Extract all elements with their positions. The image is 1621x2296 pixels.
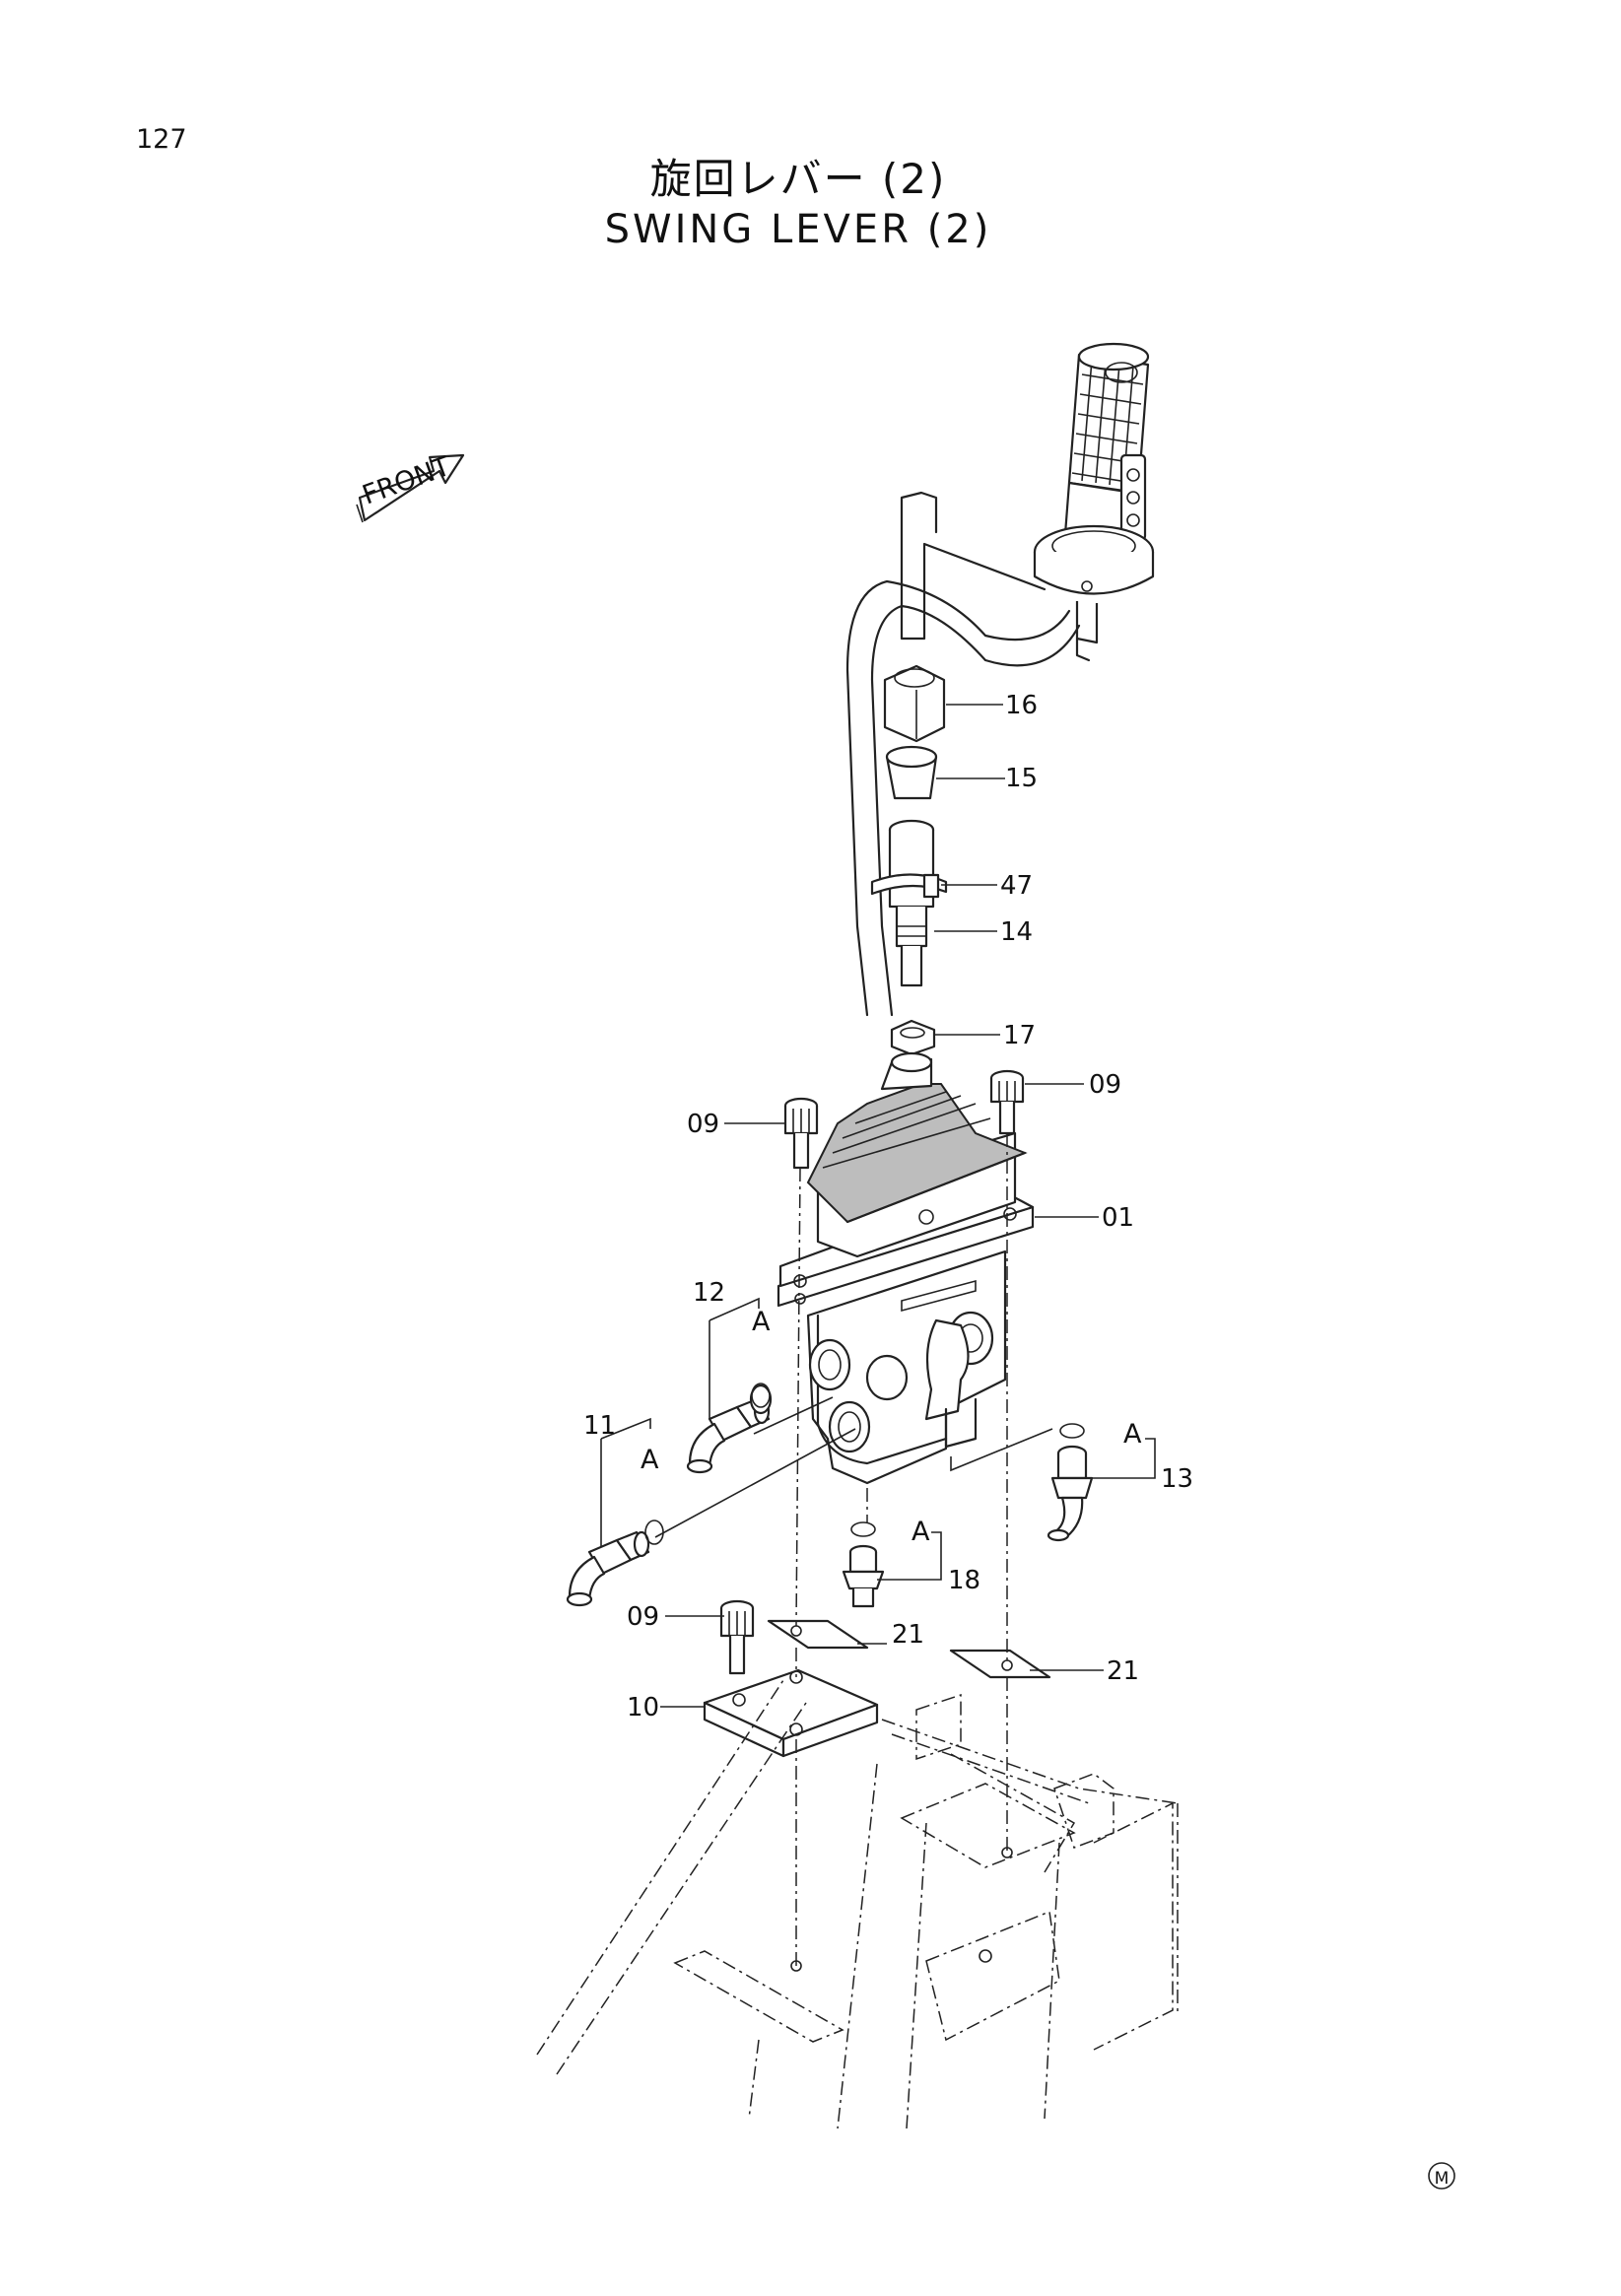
callout-09-lower: 09 bbox=[627, 1602, 659, 1632]
front-label: FRONT bbox=[359, 451, 455, 511]
footer-mark-letter: M bbox=[1435, 2169, 1450, 2189]
part-14-fitting bbox=[888, 819, 935, 987]
o-ring-a4 bbox=[850, 1521, 876, 1537]
part-15-sleeve bbox=[885, 745, 938, 800]
o-ring-a1 bbox=[751, 1383, 771, 1408]
callout-09-right: 09 bbox=[1089, 1070, 1121, 1100]
page-number: 127 bbox=[136, 124, 187, 155]
footer-mark-icon: M bbox=[1428, 2162, 1455, 2190]
detail-ref-a-1: A bbox=[752, 1307, 771, 1337]
part-21-shim-left bbox=[767, 1619, 869, 1650]
callout-15: 15 bbox=[1005, 764, 1038, 793]
callout-10: 10 bbox=[627, 1693, 659, 1722]
callout-14: 14 bbox=[1000, 917, 1033, 947]
part-16-hex-nut bbox=[883, 664, 946, 743]
front-arrow-icon: FRONT bbox=[356, 451, 465, 523]
part-13-elbow-fitting bbox=[1047, 1445, 1094, 1542]
part-12-elbow-fitting bbox=[686, 1384, 773, 1474]
callout-17: 17 bbox=[1003, 1021, 1036, 1050]
callout-leaders bbox=[600, 704, 1156, 1708]
part-10-plate bbox=[703, 1668, 879, 1758]
part-17-nut bbox=[890, 1019, 936, 1056]
callout-18: 18 bbox=[948, 1566, 980, 1595]
callout-01: 01 bbox=[1102, 1203, 1134, 1233]
callout-09-left: 09 bbox=[687, 1110, 719, 1139]
callout-16: 16 bbox=[1005, 691, 1038, 720]
o-ring-a2 bbox=[644, 1519, 664, 1545]
callout-21-right: 21 bbox=[1107, 1656, 1139, 1686]
callout-13: 13 bbox=[1161, 1464, 1193, 1494]
part-47-hose-clamp bbox=[870, 873, 948, 899]
part-11-elbow-fitting bbox=[566, 1530, 650, 1607]
part-21-shim-right bbox=[949, 1649, 1051, 1679]
callout-11: 11 bbox=[583, 1411, 616, 1441]
page-title-english: SWING LEVER (2) bbox=[604, 207, 992, 252]
part-18-fitting bbox=[842, 1544, 885, 1608]
part-01-pilot-valve bbox=[777, 1051, 1035, 1485]
o-ring-a3 bbox=[1059, 1423, 1085, 1439]
callout-47: 47 bbox=[1000, 871, 1033, 901]
part-09-bolt-lower bbox=[719, 1599, 755, 1675]
callout-12: 12 bbox=[693, 1278, 725, 1308]
page-title-japanese: 旋回レバー (2) bbox=[649, 155, 947, 203]
detail-ref-a-3: A bbox=[1123, 1419, 1142, 1450]
lever-pipe-and-hose bbox=[845, 491, 1081, 1017]
part-09-bolt-left bbox=[783, 1097, 819, 1170]
detail-ref-a-2: A bbox=[641, 1445, 659, 1475]
assembly-center-lines bbox=[654, 1133, 1053, 1972]
detail-ref-a-4: A bbox=[912, 1517, 930, 1547]
lever-grip bbox=[1033, 342, 1155, 662]
part-09-bolt-right bbox=[989, 1069, 1025, 1135]
callout-21-left: 21 bbox=[892, 1620, 924, 1650]
console-frame bbox=[536, 1679, 1179, 2129]
